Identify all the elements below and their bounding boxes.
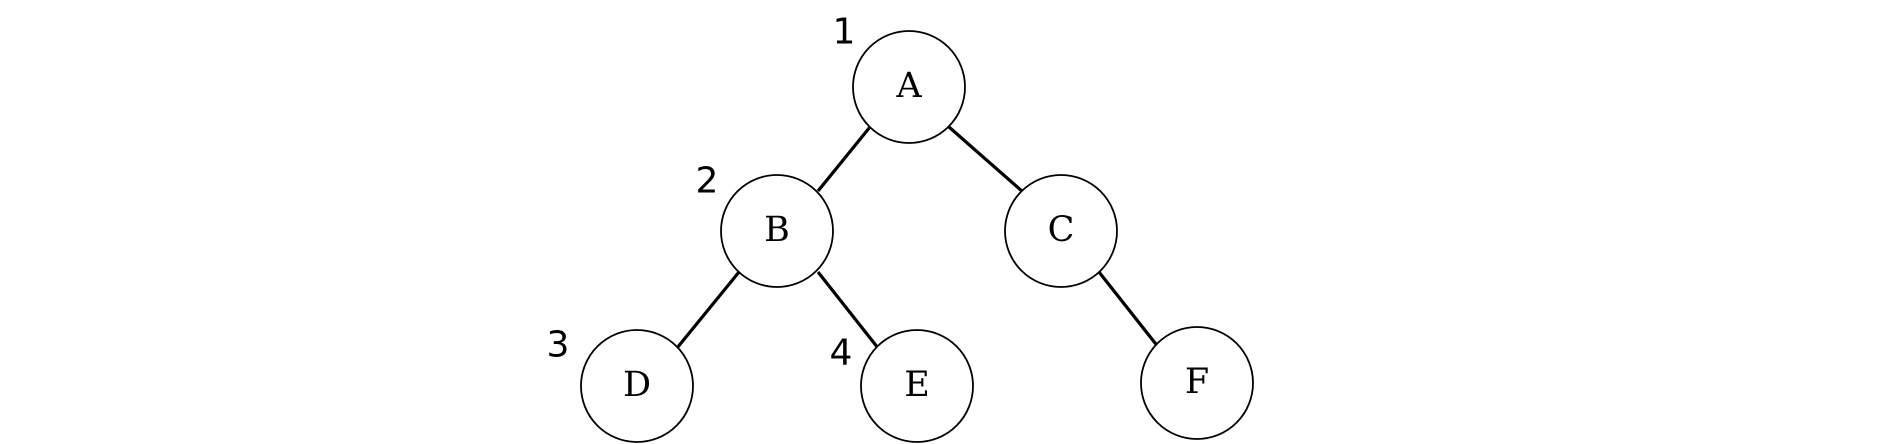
edge-b-d <box>675 270 741 350</box>
tree-edges <box>675 125 1161 350</box>
node-b-label: B <box>764 210 790 250</box>
tree-node-f: F <box>1140 326 1254 440</box>
node-b-circle <box>720 174 834 288</box>
order-label-b: 2 <box>696 161 719 202</box>
tree-node-b: B <box>720 174 834 288</box>
node-c-circle <box>1004 174 1118 288</box>
order-label-d: 3 <box>547 325 570 366</box>
tree-node-c: C <box>1004 174 1118 288</box>
tree-node-a: A <box>852 30 966 144</box>
order-label-e: 4 <box>830 333 853 374</box>
edge-c-f <box>1097 271 1161 349</box>
node-f-circle <box>1140 326 1254 440</box>
node-d-circle <box>580 329 694 443</box>
edge-a-b <box>816 125 872 193</box>
node-a-label: A <box>895 66 922 106</box>
edge-a-c <box>947 125 1025 194</box>
tree-node-e: E <box>860 329 974 443</box>
node-e-label: E <box>904 365 930 405</box>
node-f-label: F <box>1185 362 1209 402</box>
tree-node-d: D <box>580 329 694 443</box>
edge-b-e <box>816 271 880 349</box>
order-label-a: 1 <box>833 12 856 53</box>
node-d-label: D <box>623 365 651 405</box>
node-e-circle <box>860 329 974 443</box>
node-a-circle <box>852 30 966 144</box>
traversal-order-labels: 1 2 3 4 <box>547 12 856 374</box>
node-c-label: C <box>1048 210 1075 250</box>
